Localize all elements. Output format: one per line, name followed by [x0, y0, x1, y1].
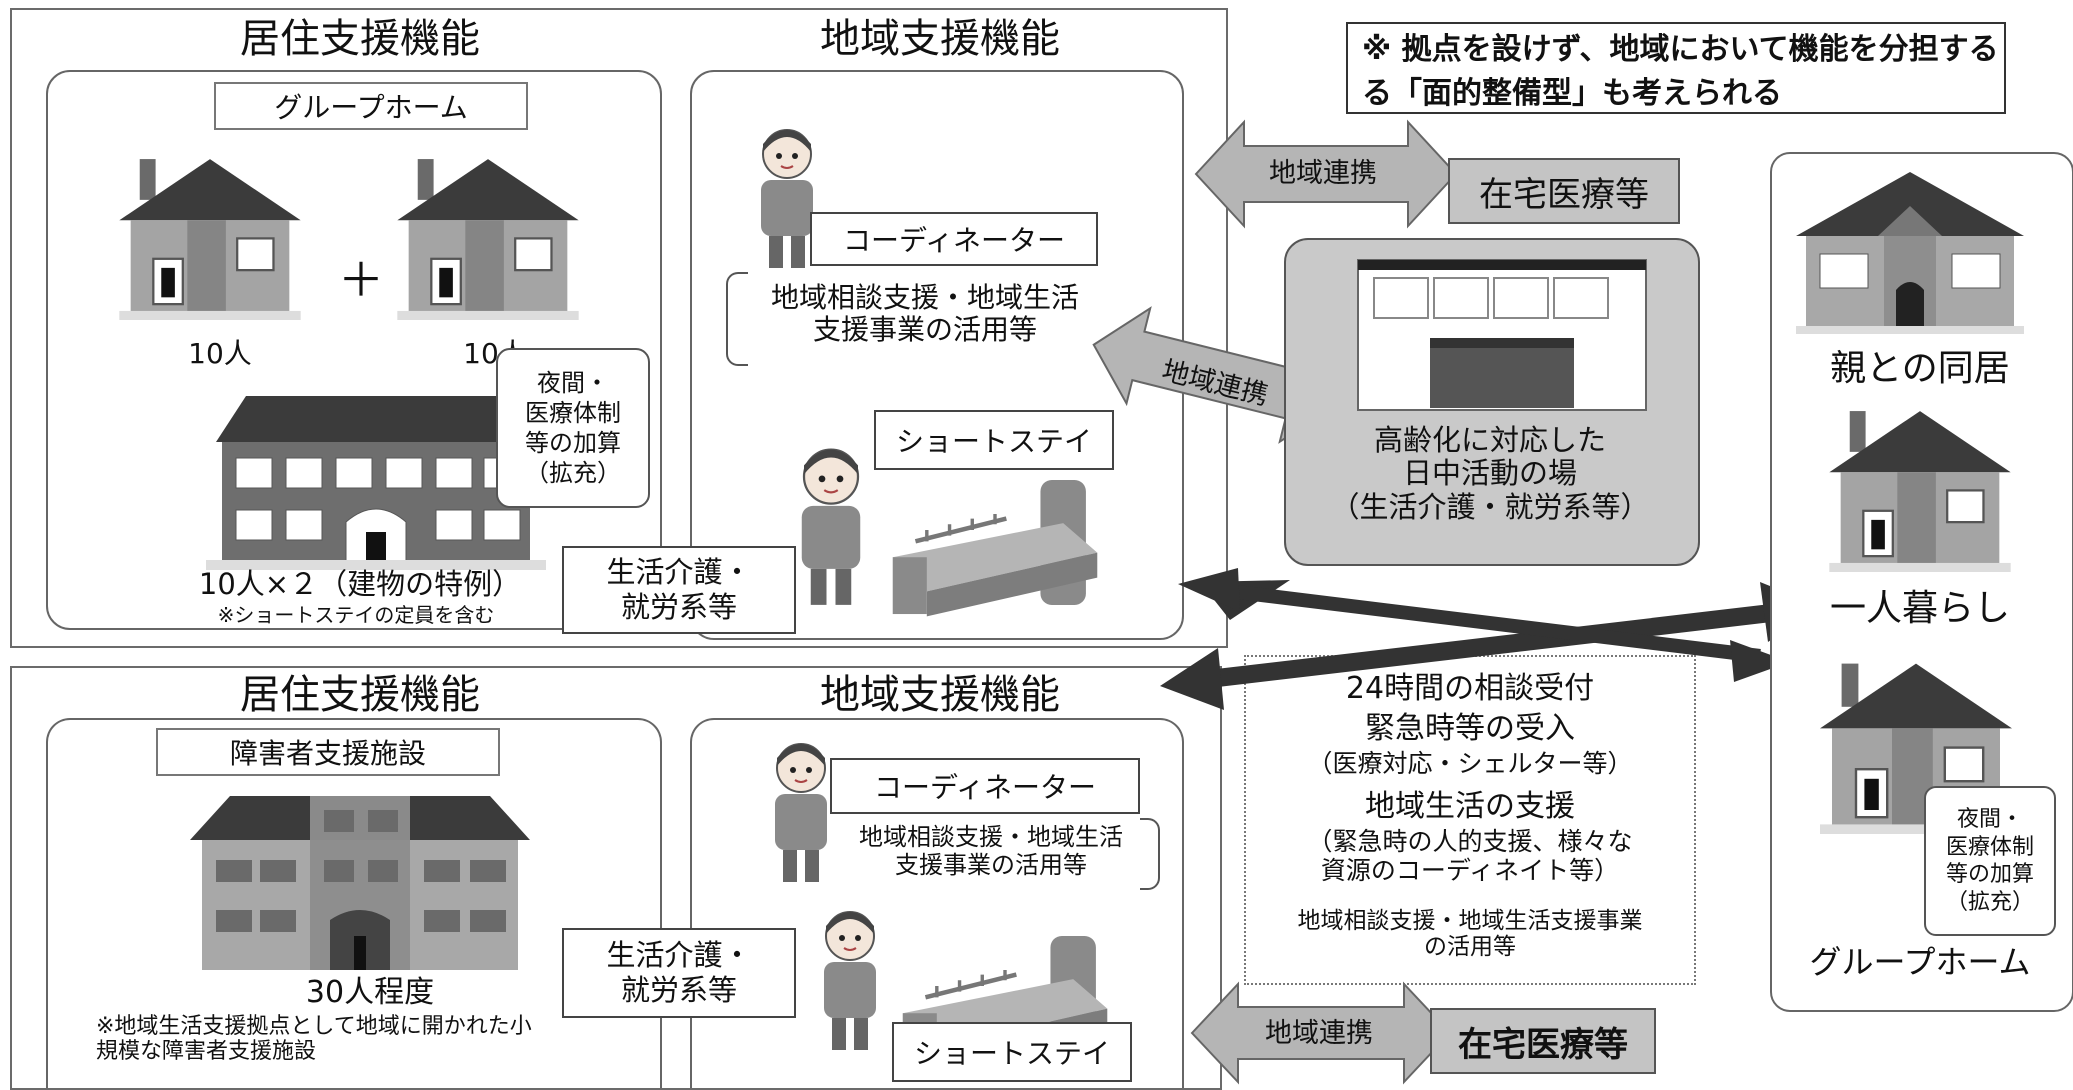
house-icon [396, 157, 580, 320]
family-house-icon [1796, 172, 2024, 334]
lower-short-stay-label: ショートステイ [892, 1022, 1132, 1082]
building-caption: 10人×２（建物の特例） [198, 567, 522, 601]
lower-consult-bracket [1140, 818, 1160, 890]
living-alone-label: 一人暮らし [1829, 588, 2010, 629]
short-stay-person-icon [800, 448, 862, 607]
house-icon [118, 157, 302, 320]
medical-bottom-label: 在宅医療等 [1430, 1008, 1656, 1074]
lower-daycare-label: 生活介護・ 就労系等 [562, 928, 796, 1018]
right-group-home-label: グループホーム [1809, 943, 2031, 981]
upper-addition-tag: 夜間・ 医療体制 等の加算 （拡充） [496, 348, 650, 508]
facility-label: 障害者支援施設 [156, 728, 500, 776]
activity-room-icon [1357, 259, 1647, 411]
support-24h: 24時間の相談受付 [1345, 671, 1595, 706]
life-support-sub: （緊急時の人的支援、様々な 資源のコーディネイト等） [1307, 827, 1633, 885]
lower-residential-title: 居住支援機能 [240, 672, 480, 718]
emergency: 緊急時等の受入 [1365, 711, 1575, 746]
consult-use: 地域相談支援・地域生活支援事業 の活用等 [1297, 908, 1643, 961]
upper-consult-text: 地域相談支援・地域生活 支援事業の活用等 [770, 281, 1079, 347]
day-activity-text: 高齢化に対応した 日中活動の場 （生活介護・就労系等） [1330, 423, 1650, 524]
emergency-sub: （医療対応・シェルター等） [1307, 749, 1633, 778]
single-house-icon [1828, 409, 2012, 572]
short-stay-person-icon [822, 910, 878, 1052]
lower-community-title: 地域支援機能 [820, 672, 1060, 718]
building-icon [206, 396, 546, 570]
facility-building-icon [190, 796, 530, 970]
building-note: ※ショートステイの定員を含む [217, 603, 495, 627]
lower-consult-text: 地域相談支援・地域生活 支援事業の活用等 [859, 823, 1123, 879]
note-box: ※ 拠点を設けず、地域において機能を分担する る「面的整備型」も考えられる [1346, 22, 2006, 114]
life-support: 地域生活の支援 [1365, 789, 1575, 824]
upper-short-stay-label: ショートステイ [874, 410, 1114, 470]
plus-sign: ＋ [338, 253, 384, 307]
bed-icon [870, 472, 1120, 622]
group-home-count-a: 10人 [188, 337, 252, 370]
upper-daycare-label: 生活介護・ 就労系等 [562, 546, 796, 634]
upper-coordinator-label: コーディネーター [810, 212, 1098, 266]
link-label-top: 地域連携 [1269, 158, 1377, 189]
facility-count: 30人程度 [305, 975, 435, 1010]
right-addition-tag: 夜間・ 医療体制 等の加算 （拡充） [1924, 786, 2056, 936]
medical-top-label: 在宅医療等 [1448, 158, 1680, 224]
lower-coordinator-label: コーディネーター [830, 758, 1140, 814]
with-parents-label: 親との同居 [1830, 348, 2010, 389]
group-home-label: グループホーム [214, 82, 528, 130]
upper-consult-bracket [726, 272, 748, 366]
upper-residential-title: 居住支援機能 [240, 16, 480, 62]
double-arrow [1160, 568, 1820, 710]
facility-note: ※地域生活支援拠点として地域に開かれた小 規模な障害者支援施設 [96, 1014, 532, 1065]
link-label-bottom: 地域連携 [1265, 1018, 1373, 1049]
upper-community-title: 地域支援機能 [820, 16, 1060, 62]
